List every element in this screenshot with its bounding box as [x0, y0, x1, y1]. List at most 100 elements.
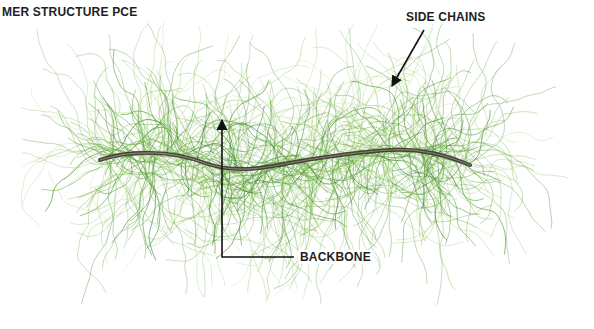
side-chain-strand	[420, 151, 450, 245]
side-chain-strand	[435, 120, 463, 154]
side-chain-strand	[48, 153, 145, 210]
side-chain-strand	[355, 80, 435, 156]
side-chain-strand	[165, 98, 188, 154]
side-chain-strand	[122, 59, 163, 153]
side-chain-strand	[266, 166, 293, 301]
side-chain-strand	[307, 114, 342, 160]
side-chain-strand	[337, 155, 379, 189]
side-chain-strand	[90, 159, 108, 265]
side-chain-strand	[124, 159, 194, 248]
side-chain-strand	[263, 167, 302, 289]
side-chain-strand	[229, 37, 306, 169]
side-chain-strand	[109, 34, 156, 153]
side-chain-strand	[450, 158, 470, 243]
side-chain-strand	[101, 100, 148, 152]
side-chain-strand	[130, 153, 159, 221]
side-chain-strand	[237, 35, 253, 169]
side-chain-strand	[88, 103, 140, 153]
side-chain-strand	[454, 100, 471, 163]
side-chain-strand	[416, 152, 429, 237]
backbone-highlight	[100, 150, 470, 169]
side-chain-strand	[455, 159, 506, 254]
side-chain-strand	[67, 157, 111, 199]
side-chain-strand	[232, 169, 268, 299]
part-label: BACKBONE	[298, 250, 373, 264]
side-chain-strand	[232, 169, 318, 234]
side-chain-strand	[106, 158, 117, 259]
side-chain-strand	[257, 168, 349, 237]
side-chain-strand	[421, 147, 478, 152]
side-chain-strand	[76, 54, 128, 154]
side-chain-strand	[340, 31, 383, 151]
part-label: SIDE CHAINS	[404, 10, 488, 24]
side-chain-strand	[109, 50, 166, 154]
side-chain-strand	[31, 87, 121, 155]
side-chain-strand	[87, 137, 126, 154]
side-chain-strand	[401, 150, 492, 222]
side-chain-strand	[464, 163, 569, 179]
side-chain-strand	[431, 111, 537, 161]
side-chain-strand	[410, 104, 485, 150]
side-chain-strand	[215, 36, 239, 169]
side-chain-strand	[296, 61, 372, 152]
side-chain-strand	[468, 110, 490, 164]
leader-line	[222, 120, 294, 257]
side-chain-strand	[412, 71, 451, 150]
side-chain-strand	[217, 60, 276, 166]
side-chain-strand	[358, 153, 477, 228]
side-chain-strand	[342, 25, 377, 153]
side-chain-strand	[273, 160, 312, 219]
side-chain-strand	[144, 163, 248, 239]
side-chain-strand	[77, 156, 115, 293]
side-chain-strand	[129, 154, 155, 261]
side-chain-strand	[332, 156, 341, 205]
side-chain-strand	[389, 77, 451, 150]
side-chain-strand	[166, 161, 210, 261]
side-chain-strand	[132, 90, 144, 153]
side-chain-strand	[181, 167, 222, 286]
side-chain-strand	[344, 153, 359, 248]
side-chain-strand	[43, 69, 104, 159]
leader-line	[392, 30, 424, 86]
side-chain-strand	[149, 166, 272, 246]
side-chain-strand	[77, 153, 162, 236]
side-chain-strand	[95, 108, 187, 174]
side-chain-strand	[206, 92, 306, 162]
side-chain-strand	[23, 143, 119, 205]
side-chain-strand	[122, 60, 151, 152]
side-chain-strand	[411, 98, 509, 152]
side-chain-strand	[463, 150, 552, 229]
side-chain-strand	[386, 91, 475, 150]
side-chain-strand	[41, 157, 112, 191]
side-chain-strand	[37, 29, 109, 158]
side-chain-strand	[332, 154, 344, 229]
side-chain-strand	[418, 151, 510, 264]
side-chain-strand	[21, 107, 124, 154]
side-chain-strand	[126, 153, 154, 229]
side-chain-strand	[379, 151, 439, 209]
side-chain-strand	[389, 39, 450, 150]
side-chain-strand	[130, 158, 187, 218]
side-chain-strand	[426, 153, 448, 240]
side-chain-strand	[177, 60, 201, 155]
side-chain-strand	[209, 164, 220, 217]
side-chain-strand	[253, 100, 271, 168]
side-chain-strand	[435, 71, 471, 154]
side-chain-strand	[351, 82, 405, 150]
side-chain-strand	[117, 154, 244, 188]
side-chain-strand	[466, 132, 554, 163]
side-chain-strand	[155, 153, 206, 232]
side-chains	[21, 22, 568, 305]
side-chain-strand	[23, 150, 112, 167]
backbone-chain	[100, 150, 470, 169]
side-chain-strand	[329, 154, 435, 189]
side-chain-strand	[391, 58, 455, 160]
side-chain-strand	[159, 26, 201, 153]
side-chain-strand	[218, 63, 261, 168]
side-chain-strand	[189, 101, 268, 167]
side-chain-strand	[183, 76, 252, 157]
side-chain-strand	[440, 158, 456, 291]
figure-title: MER STRUCTURE PCE	[0, 5, 139, 19]
